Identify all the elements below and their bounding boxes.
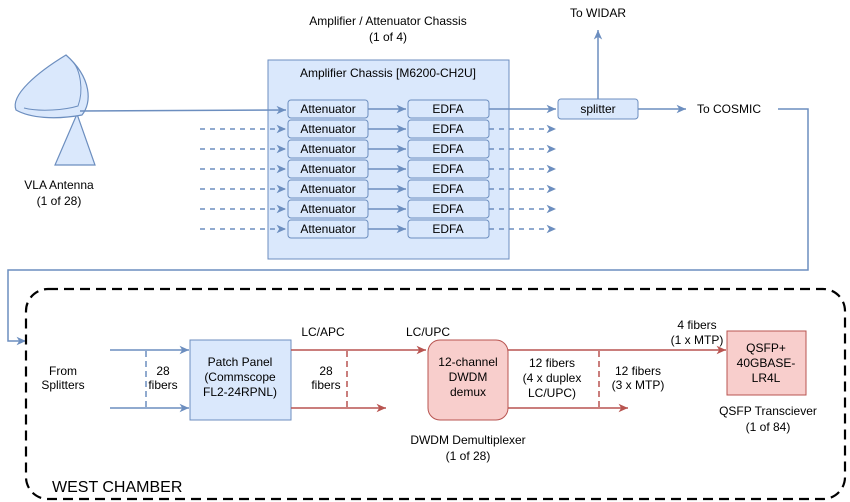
patch-panel-line2: (Commscope [204, 370, 276, 384]
lc-upc-label: LC/UPC [406, 325, 450, 339]
chassis-caption-line1: Amplifier / Attenuator Chassis [309, 14, 466, 28]
to-widar-label: To WIDAR [570, 6, 626, 20]
attenuator-label: Attenuator [300, 182, 355, 196]
antenna-label-line2: (1 of 28) [37, 194, 82, 208]
antenna-label-line1: VLA Antenna [24, 178, 94, 192]
demux-line2: DWDM [449, 370, 488, 384]
edfa-label: EDFA [432, 182, 463, 196]
from-splitters-line1: From [49, 364, 77, 378]
attenuator-label: Attenuator [300, 222, 355, 236]
qsfp-line3: LR4L [752, 371, 781, 385]
west-chamber-title: WEST CHAMBER [52, 479, 182, 496]
antenna-icon [14, 54, 96, 166]
demux-caption-line1: DWDM Demultiplexer [410, 433, 525, 447]
edfa-label: EDFA [432, 162, 463, 176]
patch-panel-line1: Patch Panel [208, 355, 273, 369]
antenna-to-attenuator-connector [79, 105, 287, 115]
duplex-line1: 12 fibers [529, 356, 575, 370]
attenuator-label: Attenuator [300, 142, 355, 156]
from-splitters-line2: Splitters [41, 378, 84, 392]
edfa-label: EDFA [432, 122, 463, 136]
patch-panel-box [189, 339, 292, 421]
mtp-line1: 12 fibers [615, 364, 661, 378]
demux-caption-line2: (1 of 28) [446, 449, 491, 463]
attenuator-label: Attenuator [300, 162, 355, 176]
edfa-label: EDFA [432, 102, 463, 116]
fibers-in-line2: fibers [148, 378, 177, 392]
duplex-line3: LC/UPC) [528, 386, 576, 400]
demux-line3: demux [450, 385, 486, 399]
qsfp-caption-line2: (1 of 84) [746, 420, 791, 434]
qsfp-line2: 40GBASE- [737, 356, 796, 370]
fibers-mid-line2: fibers [311, 378, 340, 392]
cosmic-to-west-chamber-connector [7, 108, 809, 346]
qsfp-caption-line1: QSFP Transciever [719, 404, 817, 418]
qsfp-input-line2: (1 x MTP) [671, 333, 724, 347]
chassis-box-title: Amplifier Chassis [M6200-CH2U] [300, 66, 476, 80]
to-cosmic-label: To COSMIC [697, 102, 761, 116]
fibers-mid-line1: 28 [319, 364, 333, 378]
splitter-label: splitter [580, 102, 615, 116]
mtp-line2: (3 x MTP) [612, 378, 665, 392]
qsfp-line1: QSFP+ [746, 341, 786, 355]
edfa-label: EDFA [432, 202, 463, 216]
qsfp-transceiver-box [726, 330, 807, 396]
dwdm-demux-box [427, 339, 509, 421]
duplex-line2: (4 x duplex [523, 371, 582, 385]
attenuator-label: Attenuator [300, 202, 355, 216]
qsfp-input-line1: 4 fibers [677, 318, 716, 332]
attenuator-label: Attenuator [300, 102, 355, 116]
edfa-label: EDFA [432, 222, 463, 236]
fibers-in-line1: 28 [156, 364, 170, 378]
attenuator-label: Attenuator [300, 122, 355, 136]
demux-line1: 12-channel [438, 355, 497, 369]
lc-apc-label: LC/APC [301, 325, 345, 339]
chassis-caption-line2: (1 of 4) [369, 30, 407, 44]
patch-panel-line3: FL2-24RPNL) [203, 385, 277, 399]
edfa-label: EDFA [432, 142, 463, 156]
west-chamber-boundary [24, 287, 847, 501]
